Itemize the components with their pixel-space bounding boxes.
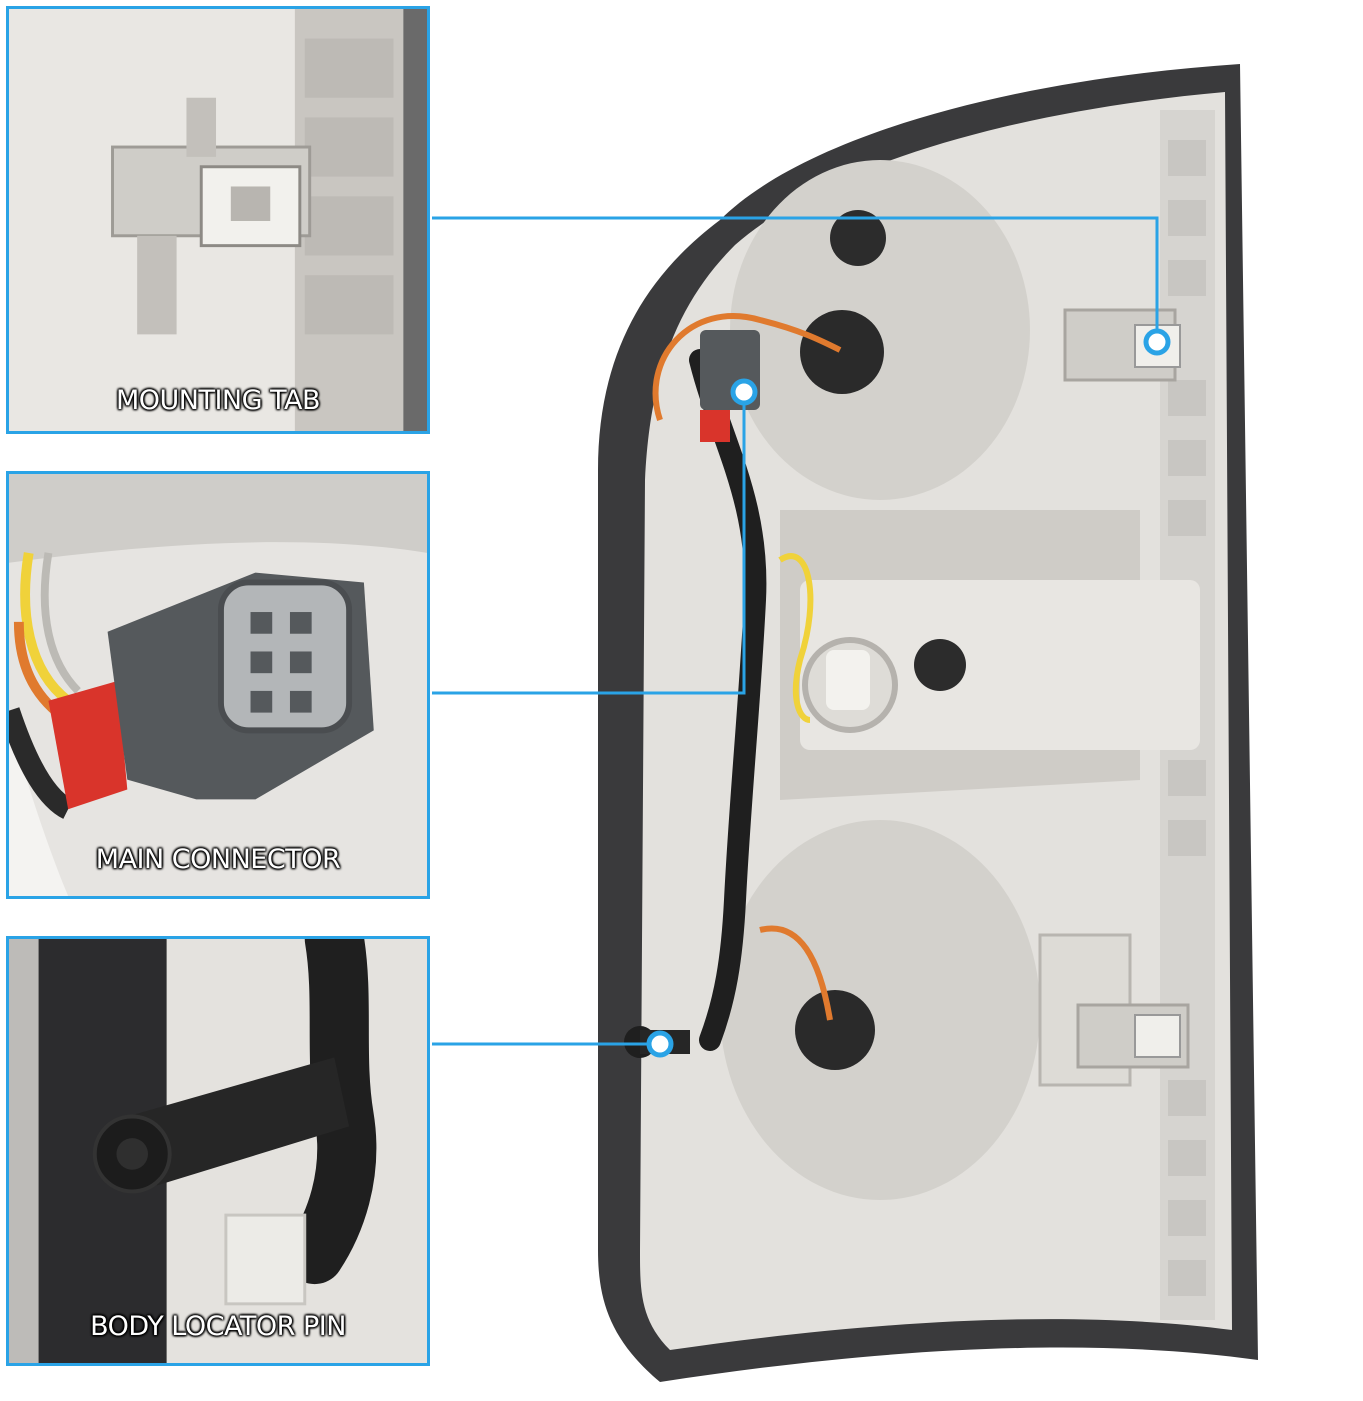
lower-socket <box>795 990 875 1070</box>
marker-body-locator-pin <box>646 1030 674 1058</box>
middle-bulb <box>826 650 870 710</box>
middle-hole <box>914 639 966 691</box>
wire-connector-closeup-icon <box>9 474 427 896</box>
body-locator-pin-label: BODY LOCATOR PIN <box>90 1311 346 1342</box>
callout-leader-lines <box>432 216 1159 1046</box>
upper-bulb-bowl <box>730 160 1030 500</box>
wire-orange-lower <box>759 925 833 1021</box>
wire-harness-loom <box>689 349 767 1051</box>
middle-plate <box>800 580 1200 750</box>
rib-blocks <box>1168 140 1206 1296</box>
callout-markers <box>646 328 1171 1058</box>
mounting-tab-label: MOUNTING TAB <box>115 385 321 416</box>
main-connector-label: MAIN CONNECTOR <box>95 844 341 875</box>
marker-mounting-tab <box>1143 328 1171 356</box>
upper-hole <box>830 210 886 266</box>
wire-orange-upper <box>652 313 842 421</box>
locator-pin-closeup-icon <box>9 939 427 1363</box>
main-connector-panel: MAIN CONNECTOR <box>6 471 430 899</box>
leader-main-connector <box>432 392 746 695</box>
marker-main-connector <box>730 378 758 406</box>
leader-mounting-tab <box>432 216 1159 342</box>
lower-mounting-tab <box>1038 933 1190 1087</box>
wire-yellow <box>778 553 814 723</box>
upper-socket <box>800 310 884 394</box>
mounting-tab-closeup-icon <box>9 9 427 431</box>
body-locator-pin-panel: BODY LOCATOR PIN <box>6 936 430 1366</box>
lower-bulb-bowl <box>720 820 1040 1200</box>
mounting-tab-panel: MOUNTING TAB <box>6 6 430 434</box>
